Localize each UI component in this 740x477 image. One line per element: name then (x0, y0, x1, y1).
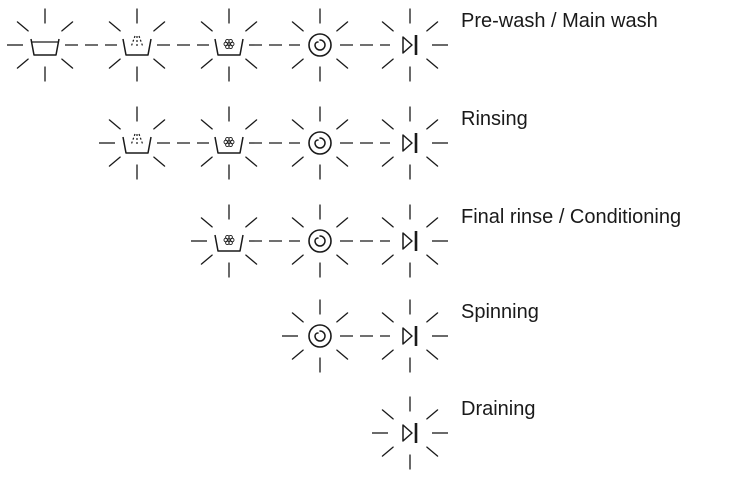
stage-label-spinning: Spinning (461, 301, 539, 323)
prewash-tub-icon (16, 8, 74, 82)
main-wash-tub-icon (108, 106, 166, 180)
conditioner-tub-icon (200, 8, 258, 82)
stage-row (372, 396, 448, 470)
drain-end-icon (381, 8, 439, 82)
stage-label-final-rinse-conditioning: Final rinse / Conditioning (461, 206, 682, 228)
spin-icon (291, 8, 349, 82)
drain-end-icon (381, 396, 439, 470)
main-wash-tub-icon (108, 8, 166, 82)
spin-icon (291, 204, 349, 278)
drain-end-icon (381, 204, 439, 278)
spin-icon (291, 106, 349, 180)
spin-icon (291, 299, 349, 373)
stage-row (99, 106, 448, 180)
conditioner-tub-icon (200, 204, 258, 278)
drain-end-icon (381, 106, 439, 180)
drain-end-icon (381, 299, 439, 373)
stage-label-draining: Draining (461, 398, 536, 420)
stage-label-prewash-mainwash: Pre-wash / Main wash (461, 10, 658, 32)
conditioner-tub-icon (200, 106, 258, 180)
stage-row (191, 204, 448, 278)
stage-row (282, 299, 448, 373)
stage-row (7, 8, 448, 82)
stage-label-rinsing: Rinsing (461, 108, 528, 130)
